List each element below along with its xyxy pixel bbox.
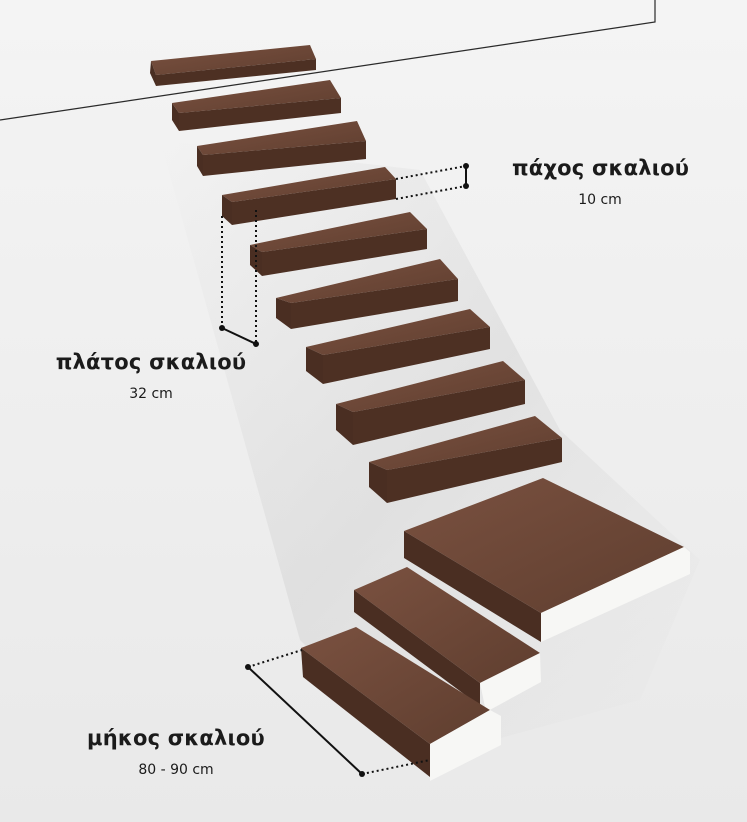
width-label: πλάτος σκαλιού 32 cm xyxy=(52,350,250,402)
length-name: μήκος σκαλιού xyxy=(87,726,265,750)
step-6 xyxy=(276,259,458,329)
thickness-dimension-line xyxy=(395,165,467,200)
step-3 xyxy=(197,121,366,176)
step-2 xyxy=(172,80,341,131)
width-value: 32 cm xyxy=(129,386,173,402)
step-4 xyxy=(222,167,396,225)
length-dimension-line xyxy=(247,649,431,775)
thickness-name: πάχος σκαλιού xyxy=(512,156,690,180)
thickness-value: 10 cm xyxy=(578,192,622,208)
step-8 xyxy=(336,361,525,445)
thickness-dimension-dot xyxy=(463,163,469,169)
length-value: 80 - 90 cm xyxy=(138,762,214,778)
width-dimension-line xyxy=(221,210,257,345)
step-1 xyxy=(150,45,316,86)
step-9 xyxy=(369,416,562,503)
length-dimension-dot xyxy=(359,771,365,777)
width-name: πλάτος σκαλιού xyxy=(55,350,247,374)
length-label: μήκος σκαλιού 80 - 90 cm xyxy=(84,726,268,778)
length-dimension-dot xyxy=(245,664,251,670)
step-11 xyxy=(301,627,501,781)
step-5 xyxy=(250,212,427,276)
thickness-label: πάχος σκαλιού 10 cm xyxy=(512,156,690,208)
width-dimension-dot xyxy=(219,325,225,331)
thickness-dimension-dot xyxy=(463,183,469,189)
width-dimension-dot xyxy=(253,341,259,347)
landing xyxy=(404,478,690,642)
step-10 xyxy=(354,567,541,712)
step-7 xyxy=(306,309,490,384)
wall-edge-line xyxy=(0,0,656,121)
